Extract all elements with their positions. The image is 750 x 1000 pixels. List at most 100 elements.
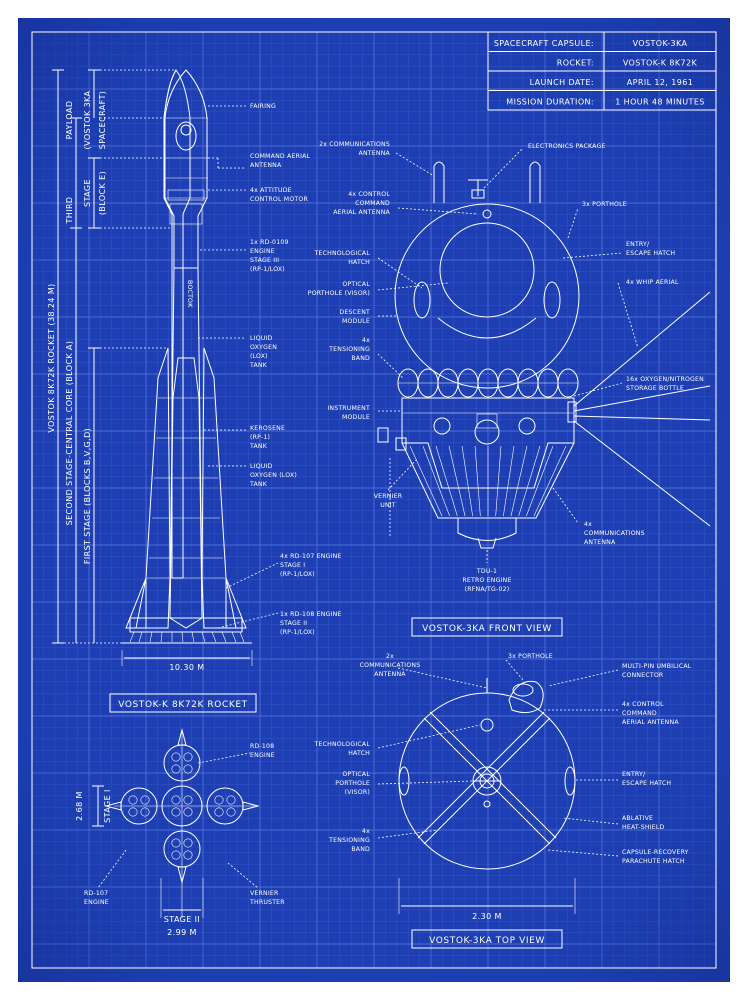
dim-third-b: STAGE bbox=[83, 179, 92, 207]
dim-stage1: STAGE I bbox=[103, 789, 112, 823]
label-front-optical: OPTICAL bbox=[342, 281, 370, 288]
label-front-tech-2: HATCH bbox=[348, 259, 370, 266]
label-lox-2: LIQUID bbox=[250, 463, 272, 470]
info-label: LAUNCH DATE: bbox=[530, 78, 594, 87]
nozzle bbox=[171, 752, 181, 762]
label-front-comm: 2x COMMUNICATIONS bbox=[319, 141, 390, 148]
label-top-ctrl-3: AERIAL ANTENNA bbox=[622, 719, 679, 726]
nozzle bbox=[171, 850, 181, 860]
dim-stage2-val: 2.99 M bbox=[167, 928, 197, 937]
label-top-tens-3: BAND bbox=[351, 846, 370, 853]
label-kerosene-2: (RP-1) bbox=[250, 434, 270, 441]
info-label: SPACECRAFT CAPSULE: bbox=[494, 39, 594, 48]
nozzle bbox=[214, 795, 224, 805]
top-view-title: VOSTOK-3KA TOP VIEW bbox=[429, 936, 545, 946]
info-label: MISSION DURATION: bbox=[506, 98, 594, 107]
optical-porthole bbox=[439, 222, 535, 318]
label-front-entry-2: ESCAPE HATCH bbox=[626, 250, 675, 257]
label-kerosene: KEROSENE bbox=[250, 425, 285, 432]
rocket-dimension-lines bbox=[52, 69, 176, 644]
label-bottom-rd107: RD-107 bbox=[84, 890, 108, 897]
fin-line bbox=[474, 445, 481, 517]
label-top-parachute-2: PARACHUTE HATCH bbox=[622, 858, 685, 865]
label-rd0109-2: ENGINE bbox=[250, 248, 275, 255]
dim-third-a: THIRD bbox=[65, 197, 74, 225]
label-bottom-rd108-2: ENGINE bbox=[250, 752, 275, 759]
label-front-comm-2: ANTENNA bbox=[359, 150, 391, 157]
nozzle bbox=[128, 795, 138, 805]
electronics-package bbox=[471, 189, 485, 199]
label-front-optical-2: PORTHOLE (VISOR) bbox=[308, 290, 370, 297]
label-rd108-2: STAGE II bbox=[280, 620, 307, 627]
label-front-whip: 4x WHIP AERIAL bbox=[626, 279, 679, 286]
label-top-heat-2: HEAT-SHIELD bbox=[622, 824, 665, 831]
front-view-callouts bbox=[377, 147, 639, 563]
rocket-width-dim: 10.30 M bbox=[169, 663, 204, 672]
label-rd0109: 1x RD-0109 bbox=[250, 239, 289, 246]
label-front-electronics: ELECTRONICS PACKAGE bbox=[528, 143, 606, 150]
front-view-title-box bbox=[411, 617, 563, 637]
front-view-title: VOSTOK-3KA FRONT VIEW bbox=[422, 624, 552, 634]
label-top-porthole: 3x PORTHOLE bbox=[508, 653, 553, 660]
info-value: VOSTOK-K 8K72K bbox=[623, 59, 698, 68]
label-front-ctrl-2: COMMAND bbox=[355, 200, 390, 207]
dim-core: SECOND STAGE-CENTRAL CORE (BLOCK A) bbox=[65, 341, 74, 526]
label-cmd-aerial-2: ANTENNA bbox=[250, 162, 282, 169]
label-front-instrument-2: MODULE bbox=[342, 414, 370, 421]
info-label: ROCKET: bbox=[557, 59, 594, 68]
dim-stage1-val: 2.68 M bbox=[75, 791, 84, 821]
label-top-optical-3: (VISOR) bbox=[345, 789, 370, 796]
outer-frame bbox=[31, 31, 717, 969]
label-front-entry: ENTRY/ bbox=[626, 241, 650, 248]
top-technological-hatch bbox=[480, 718, 494, 732]
comm-antenna-right bbox=[529, 161, 541, 203]
nozzle bbox=[171, 795, 181, 805]
dim-stage2: STAGE II bbox=[164, 915, 200, 924]
label-lox-1c: (LOX) bbox=[250, 353, 268, 360]
label-front-comm4: 4x bbox=[584, 521, 592, 528]
descent-module-sphere bbox=[394, 203, 580, 389]
fin-line bbox=[503, 445, 515, 517]
label-front-comm4-3: ANTENNA bbox=[584, 539, 616, 546]
fin-line bbox=[495, 445, 502, 517]
fairing-window bbox=[175, 121, 197, 151]
dim-third-c: (BLOCK E) bbox=[98, 171, 107, 215]
fin-line bbox=[526, 445, 554, 517]
vignette bbox=[18, 18, 730, 982]
rocket-title: VOSTOK-K 8K72K ROCKET bbox=[118, 700, 248, 710]
nozzle bbox=[171, 764, 181, 774]
label-top-umbilical: MULTI-PIN UMBILICAL bbox=[622, 663, 692, 670]
nozzle bbox=[128, 807, 138, 817]
fin-line bbox=[435, 445, 458, 517]
label-rd107-3: (RP-1/LOX) bbox=[280, 571, 315, 578]
whip-aerials bbox=[573, 291, 711, 527]
label-cmd-aerial: COMMAND AERIAL bbox=[250, 153, 311, 160]
dim-payload-b: (VOSTOK 3KA bbox=[83, 90, 92, 149]
blueprint-poster: SPACECRAFT CAPSULE: VOSTOK-3KA ROCKET: V… bbox=[18, 18, 730, 982]
nozzle bbox=[226, 807, 236, 817]
label-front-ctrl-3: AERIAL ANTENNA bbox=[333, 209, 390, 216]
nozzle bbox=[183, 850, 193, 860]
label-front-bottle: 16x OXYGEN/NITROGEN bbox=[626, 376, 704, 383]
nozzle bbox=[140, 795, 150, 805]
capsule-front-view: VOSTOK-3KA FRONT VIEW 2x COMMUNICATIONS … bbox=[308, 141, 711, 637]
fin-line bbox=[422, 445, 450, 517]
label-front-tech: TECHNOLOGICAL bbox=[314, 250, 371, 257]
label-bottom-vernier-2: THRUSTER bbox=[249, 899, 285, 906]
nozzle bbox=[183, 795, 193, 805]
label-attitude: 4x ATTITUDE bbox=[250, 187, 292, 194]
label-rd0109-3: STAGE III bbox=[250, 257, 279, 264]
label-front-tdu-3: (RFNA/TG-02) bbox=[465, 586, 510, 593]
label-lox-1d: TANK bbox=[249, 362, 268, 369]
top-width-dim: 2.30 M bbox=[472, 912, 502, 921]
label-front-vernier-2: UNIT bbox=[380, 502, 396, 509]
label-rd0109-4: (RP-1/LOX) bbox=[250, 266, 285, 273]
info-value: 1 HOUR 48 MINUTES bbox=[615, 98, 705, 107]
core-circle bbox=[161, 785, 203, 827]
skirt-fins bbox=[409, 445, 567, 517]
label-lox-1b: OXYGEN bbox=[250, 344, 277, 351]
label-front-comm4-2: COMMUNICATIONS bbox=[584, 530, 645, 537]
label-rd108: 1x RD-108 ENGINE bbox=[280, 611, 342, 618]
nozzle bbox=[183, 752, 193, 762]
comm-antenna-left bbox=[433, 161, 445, 203]
